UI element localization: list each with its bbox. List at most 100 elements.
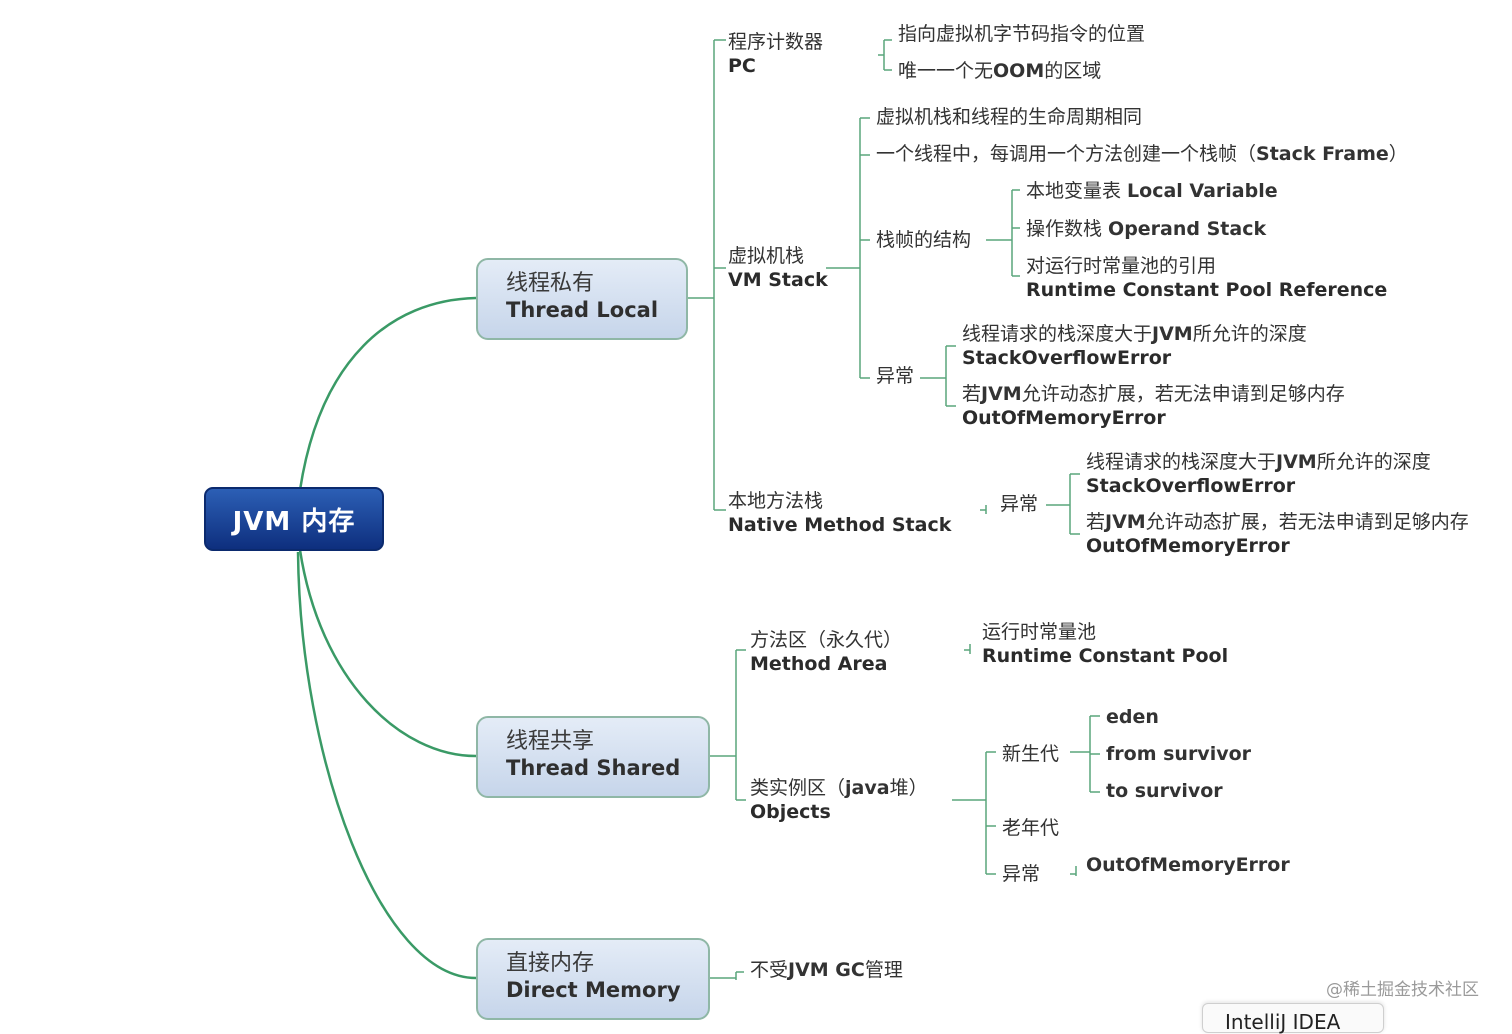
vm-stack-note-2-c: ） bbox=[1388, 143, 1408, 165]
native-exc-2-a: 若 bbox=[1086, 511, 1106, 533]
frame-operand-stack-en: Operand Stack bbox=[1108, 218, 1267, 240]
node-native-method-stack[interactable]: 本地方法栈 Native Method Stack bbox=[728, 489, 951, 537]
bracket-direct bbox=[710, 971, 744, 980]
direct-note-b: JVM GC bbox=[788, 959, 865, 981]
direct-memory-zh: 直接内存 bbox=[506, 951, 595, 976]
bracket-method-area bbox=[964, 644, 971, 654]
node-objects[interactable]: 类实例区（java堆） Objects bbox=[750, 776, 928, 824]
pc-note-2-b: OOM bbox=[993, 60, 1045, 82]
to-survivor: to survivor bbox=[1106, 780, 1223, 802]
vm-stack-exc-1-error: StackOverflowError bbox=[962, 347, 1172, 369]
vm-stack-exc-1-line1: 线程请求的栈深度大于JVM所允许的深度 bbox=[962, 322, 1307, 346]
pc-zh: 程序计数器 bbox=[728, 31, 824, 53]
native-exc-2-error: OutOfMemoryError bbox=[1086, 535, 1290, 557]
bracket-young bbox=[1070, 715, 1100, 793]
native-exc-1-a: 线程请求的栈深度大于 bbox=[1086, 451, 1277, 473]
pc-note-2: 唯一一个无OOM的区域 bbox=[898, 59, 1101, 83]
method-area-en: Method Area bbox=[750, 653, 888, 675]
vm-stack-exc-2-error: OutOfMemoryError bbox=[962, 407, 1166, 429]
vm-stack-exc-2-a: 若 bbox=[962, 383, 982, 405]
young-generation[interactable]: 新生代 bbox=[1002, 743, 1060, 765]
watermark: @稀土掘金技术社区 bbox=[1326, 980, 1479, 1000]
bracket-native bbox=[980, 505, 987, 514]
vm-stack-frame[interactable]: 栈帧的结构 bbox=[876, 229, 972, 251]
objects-exception[interactable]: 异常 bbox=[1002, 863, 1041, 885]
objects-zh-b: java bbox=[845, 777, 890, 799]
frame-constant-pool-ref-en: Runtime Constant Pool Reference bbox=[1026, 279, 1388, 301]
eden: eden bbox=[1106, 706, 1159, 728]
node-pc[interactable]: 程序计数器 PC bbox=[728, 30, 823, 78]
vm-stack-note-1: 虚拟机栈和线程的生命周期相同 bbox=[876, 106, 1143, 128]
bracket-oom bbox=[1070, 866, 1077, 876]
native-zh: 本地方法栈 bbox=[728, 490, 824, 512]
bracket-vm-stack bbox=[826, 117, 870, 379]
vm-stack-exc-1-c: 所允许的深度 bbox=[1192, 323, 1307, 345]
vm-stack-exc-1: 线程请求的栈深度大于JVM所允许的深度 StackOverflowError bbox=[962, 322, 1307, 370]
native-en: Native Method Stack bbox=[728, 514, 952, 536]
runtime-constant-pool[interactable]: 运行时常量池 Runtime Constant Pool bbox=[982, 620, 1228, 668]
frame-local-variable-en: Local Variable bbox=[1127, 180, 1278, 202]
vm-stack-zh: 虚拟机栈 bbox=[728, 245, 805, 267]
old-generation[interactable]: 老年代 bbox=[1002, 817, 1060, 839]
vm-stack-exc-1-b: JVM bbox=[1152, 323, 1193, 345]
bracket-pc bbox=[878, 39, 892, 71]
node-vm-stack[interactable]: 虚拟机栈 VM Stack bbox=[728, 244, 828, 292]
native-exc-2: 若JVM允许动态扩展，若无法申请到足够内存 OutOfMemoryError bbox=[1086, 510, 1469, 558]
bracket-native-exc bbox=[1046, 473, 1080, 535]
branch-root-direct-memory bbox=[296, 551, 477, 980]
native-exc-1-c: 所允许的深度 bbox=[1316, 451, 1431, 473]
thread-shared-zh: 线程共享 bbox=[506, 729, 595, 754]
bracket-thread-local bbox=[688, 39, 726, 511]
branch-root-thread-local bbox=[298, 296, 477, 491]
pc-note-2-a: 唯一一个无 bbox=[898, 60, 994, 82]
method-area-zh: 方法区（永久代） bbox=[750, 629, 903, 651]
branch-root-thread-shared bbox=[298, 549, 477, 758]
native-exc-2-line1: 若JVM允许动态扩展，若无法申请到足够内存 bbox=[1086, 510, 1469, 534]
thread-shared-en: Thread Shared bbox=[506, 756, 681, 780]
node-thread-local[interactable]: 线程私有 Thread Local bbox=[476, 258, 688, 340]
vm-stack-exc-2: 若JVM允许动态扩展，若无法申请到足够内存 OutOfMemoryError bbox=[962, 382, 1345, 430]
runtime-constant-pool-en: Runtime Constant Pool bbox=[982, 645, 1229, 667]
objects-en: Objects bbox=[750, 801, 831, 823]
vm-stack-en: VM Stack bbox=[728, 269, 828, 291]
bracket-thread-shared bbox=[710, 649, 746, 801]
objects-zh-c: 堆） bbox=[889, 777, 928, 799]
direct-note-a: 不受 bbox=[750, 959, 789, 981]
pc-en: PC bbox=[728, 55, 756, 77]
bracket-objects bbox=[952, 751, 996, 875]
frame-local-variable-zh: 本地变量表 bbox=[1026, 180, 1128, 202]
bracket-vm-exc bbox=[920, 345, 956, 407]
vm-stack-note-2-b: Stack Frame bbox=[1256, 143, 1389, 165]
native-exc-2-c: 允许动态扩展，若无法申请到足够内存 bbox=[1145, 511, 1469, 533]
root-node-jvm-memory[interactable]: JVM 内存 bbox=[204, 487, 384, 551]
objects-oom: OutOfMemoryError bbox=[1086, 854, 1290, 876]
vm-stack-note-2-a: 一个线程中，每调用一个方法创建一个栈帧（ bbox=[876, 143, 1257, 165]
frame-constant-pool-ref: 对运行时常量池的引用 Runtime Constant Pool Referen… bbox=[1026, 254, 1387, 302]
from-survivor: from survivor bbox=[1106, 743, 1252, 765]
node-method-area[interactable]: 方法区（永久代） Method Area bbox=[750, 628, 902, 676]
node-thread-shared[interactable]: 线程共享 Thread Shared bbox=[476, 716, 710, 798]
bracket-frame bbox=[986, 189, 1020, 277]
objects-zh-a: 类实例区（ bbox=[750, 777, 846, 799]
intellij-tooltip[interactable]: IntelliJ IDEA bbox=[1202, 1003, 1384, 1034]
vm-stack-exc-2-c: 允许动态扩展，若无法申请到足够内存 bbox=[1021, 383, 1345, 405]
direct-memory-note: 不受JVM GC管理 bbox=[750, 958, 903, 982]
vm-stack-exc-2-line1: 若JVM允许动态扩展，若无法申请到足够内存 bbox=[962, 382, 1345, 406]
native-exc-2-b: JVM bbox=[1105, 511, 1146, 533]
frame-constant-pool-ref-zh: 对运行时常量池的引用 bbox=[1026, 255, 1217, 277]
thread-local-en: Thread Local bbox=[506, 298, 659, 322]
frame-operand-stack: 操作数栈 Operand Stack bbox=[1026, 217, 1266, 241]
pc-note-1: 指向虚拟机字节码指令的位置 bbox=[898, 23, 1146, 45]
native-exc-1-line1: 线程请求的栈深度大于JVM所允许的深度 bbox=[1086, 450, 1431, 474]
direct-note-c: 管理 bbox=[864, 959, 903, 981]
thread-local-zh: 线程私有 bbox=[506, 271, 595, 296]
vm-stack-note-2: 一个线程中，每调用一个方法创建一个栈帧（Stack Frame） bbox=[876, 142, 1408, 166]
node-direct-memory[interactable]: 直接内存 Direct Memory bbox=[476, 938, 710, 1020]
native-exception[interactable]: 异常 bbox=[1000, 493, 1039, 515]
runtime-constant-pool-zh: 运行时常量池 bbox=[982, 621, 1097, 643]
objects-zh: 类实例区（java堆） bbox=[750, 776, 928, 800]
vm-stack-exception[interactable]: 异常 bbox=[876, 365, 915, 387]
native-exc-1-b: JVM bbox=[1276, 451, 1317, 473]
